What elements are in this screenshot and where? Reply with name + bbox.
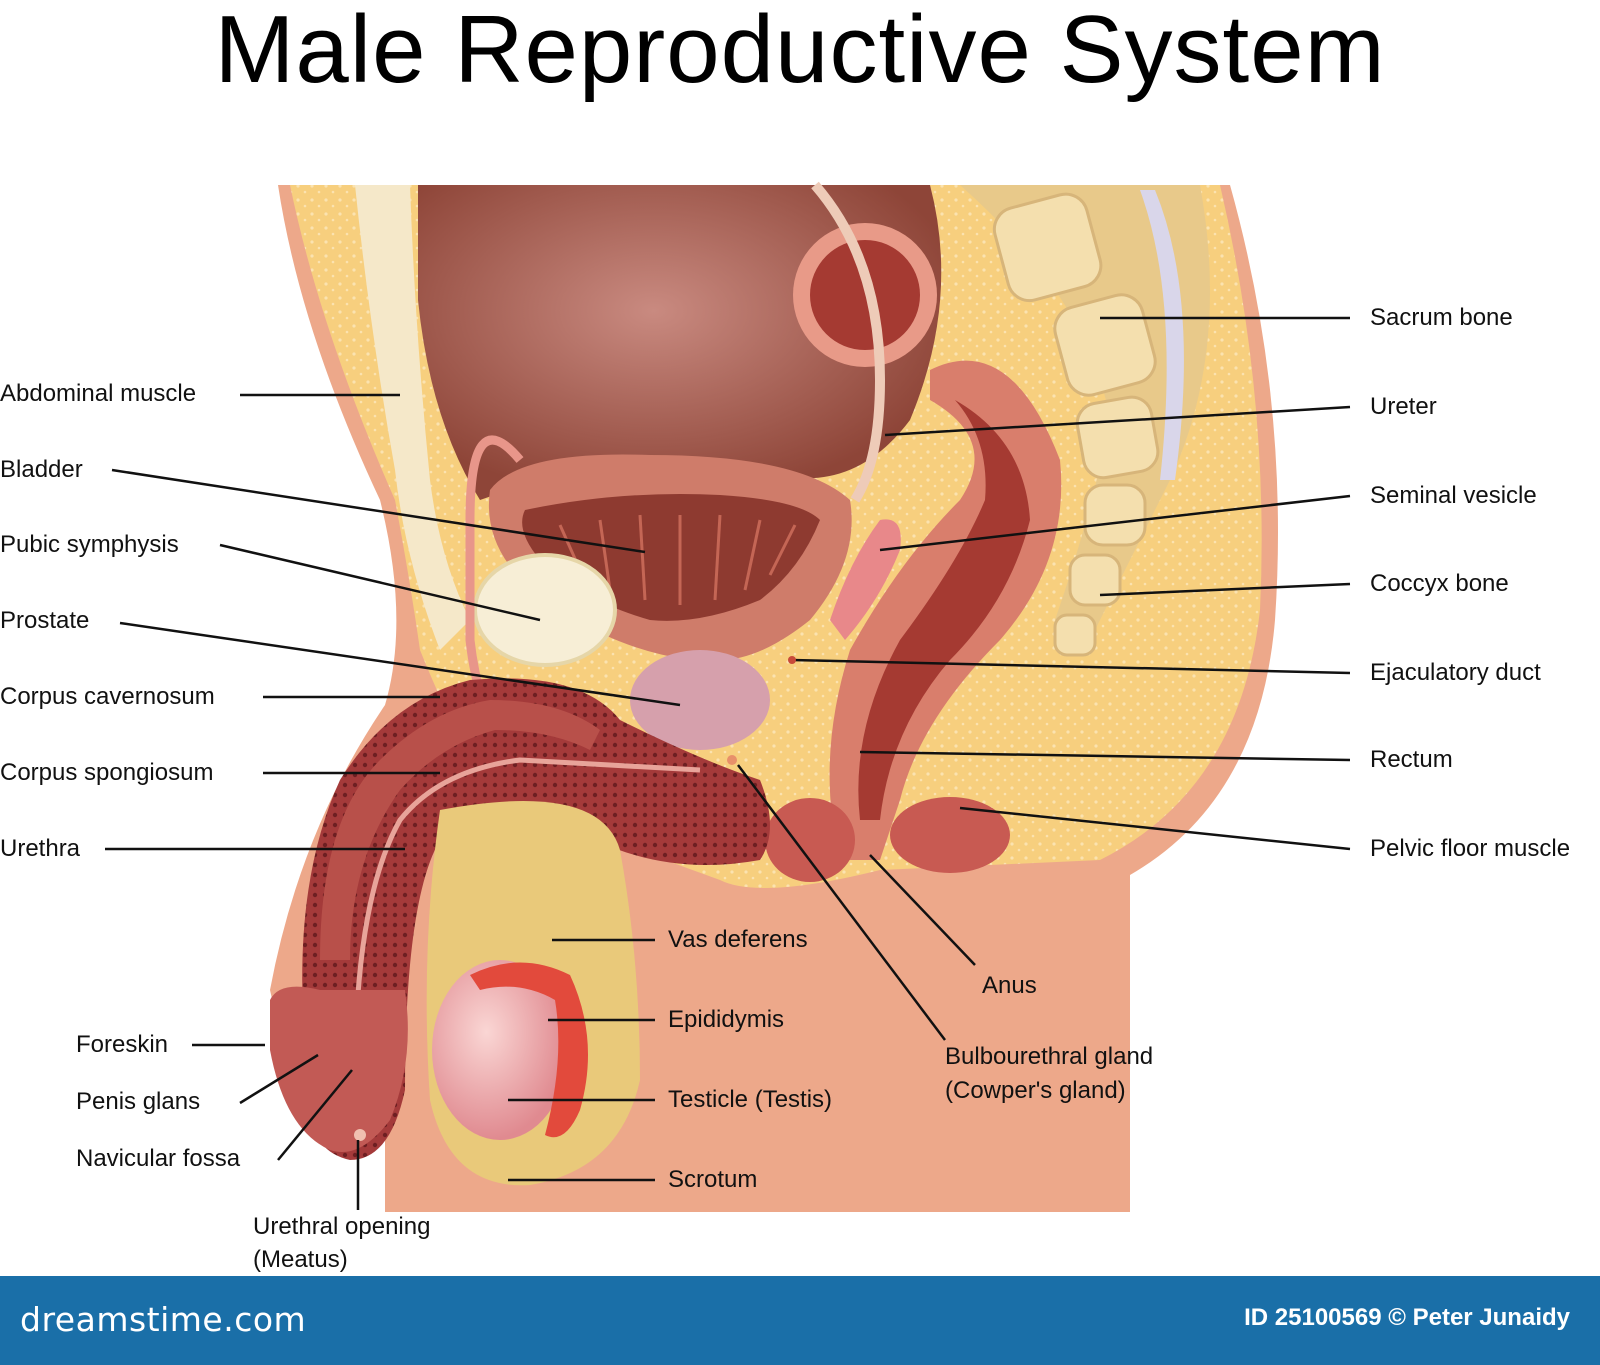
abdominal-muscle	[355, 185, 470, 650]
label-rectum: Rectum	[1370, 746, 1453, 773]
label-bladder: Bladder	[0, 456, 83, 483]
label-testicle: Testicle (Testis)	[668, 1086, 833, 1113]
urethra-channel	[352, 757, 701, 1081]
prostate	[630, 650, 770, 750]
footer-bar: dreamstime.com ID 25100569 © Peter Junai…	[0, 1276, 1600, 1365]
label-cowpers-gland: (Cowper's gland)	[945, 1077, 1126, 1104]
testicle	[432, 960, 568, 1140]
label-urethral-opening: Urethral opening	[253, 1213, 431, 1240]
label-coccyx-bone: Coccyx bone	[1370, 570, 1509, 597]
label-prostate: Prostate	[0, 607, 90, 634]
glans	[270, 986, 408, 1152]
label-urethra: Urethra	[0, 835, 81, 862]
label-abdominal-muscle: Abdominal muscle	[0, 380, 197, 407]
ureter	[811, 181, 886, 503]
corpus-cavernosum	[320, 700, 600, 960]
label-pubic-symphysis: Pubic symphysis	[0, 531, 179, 558]
pubic-symphysis	[473, 553, 617, 667]
label-corpus-cavernosum: Corpus cavernosum	[0, 683, 215, 710]
label-corpus-spongiosum: Corpus spongiosum	[0, 759, 214, 786]
sacrum-spine	[960, 185, 1210, 640]
label-foreskin: Foreskin	[76, 1031, 169, 1058]
stock-id-credit: ID 25100569 © Peter Junaidy	[1244, 1304, 1570, 1331]
label-seminal-vesicle: Seminal vesicle	[1370, 482, 1537, 509]
pelvic-floor-muscle	[890, 797, 1010, 873]
dreamstime-logo[interactable]: dreamstime.com	[20, 1300, 307, 1339]
label-ureter: Ureter	[1370, 393, 1437, 420]
diagram-title: Male Reproductive System	[214, 0, 1386, 103]
label-pelvic-floor-muscle: Pelvic floor muscle	[1370, 835, 1571, 862]
label-penis-glans: Penis glans	[76, 1088, 201, 1115]
label-meatus: (Meatus)	[253, 1246, 348, 1273]
label-vas-deferens: Vas deferens	[668, 926, 808, 953]
epididymis	[470, 962, 588, 1138]
label-ejaculatory-duct: Ejaculatory duct	[1370, 659, 1541, 686]
anatomy-illustration	[105, 181, 1351, 1212]
label-epididymis: Epididymis	[668, 1006, 785, 1033]
label-navicular-fossa: Navicular fossa	[76, 1145, 241, 1172]
label-bulbourethral-gland: Bulbourethral gland	[945, 1043, 1154, 1070]
label-anus: Anus	[982, 972, 1037, 999]
label-scrotum: Scrotum	[668, 1166, 758, 1193]
label-sacrum-bone: Sacrum bone	[1370, 304, 1513, 331]
